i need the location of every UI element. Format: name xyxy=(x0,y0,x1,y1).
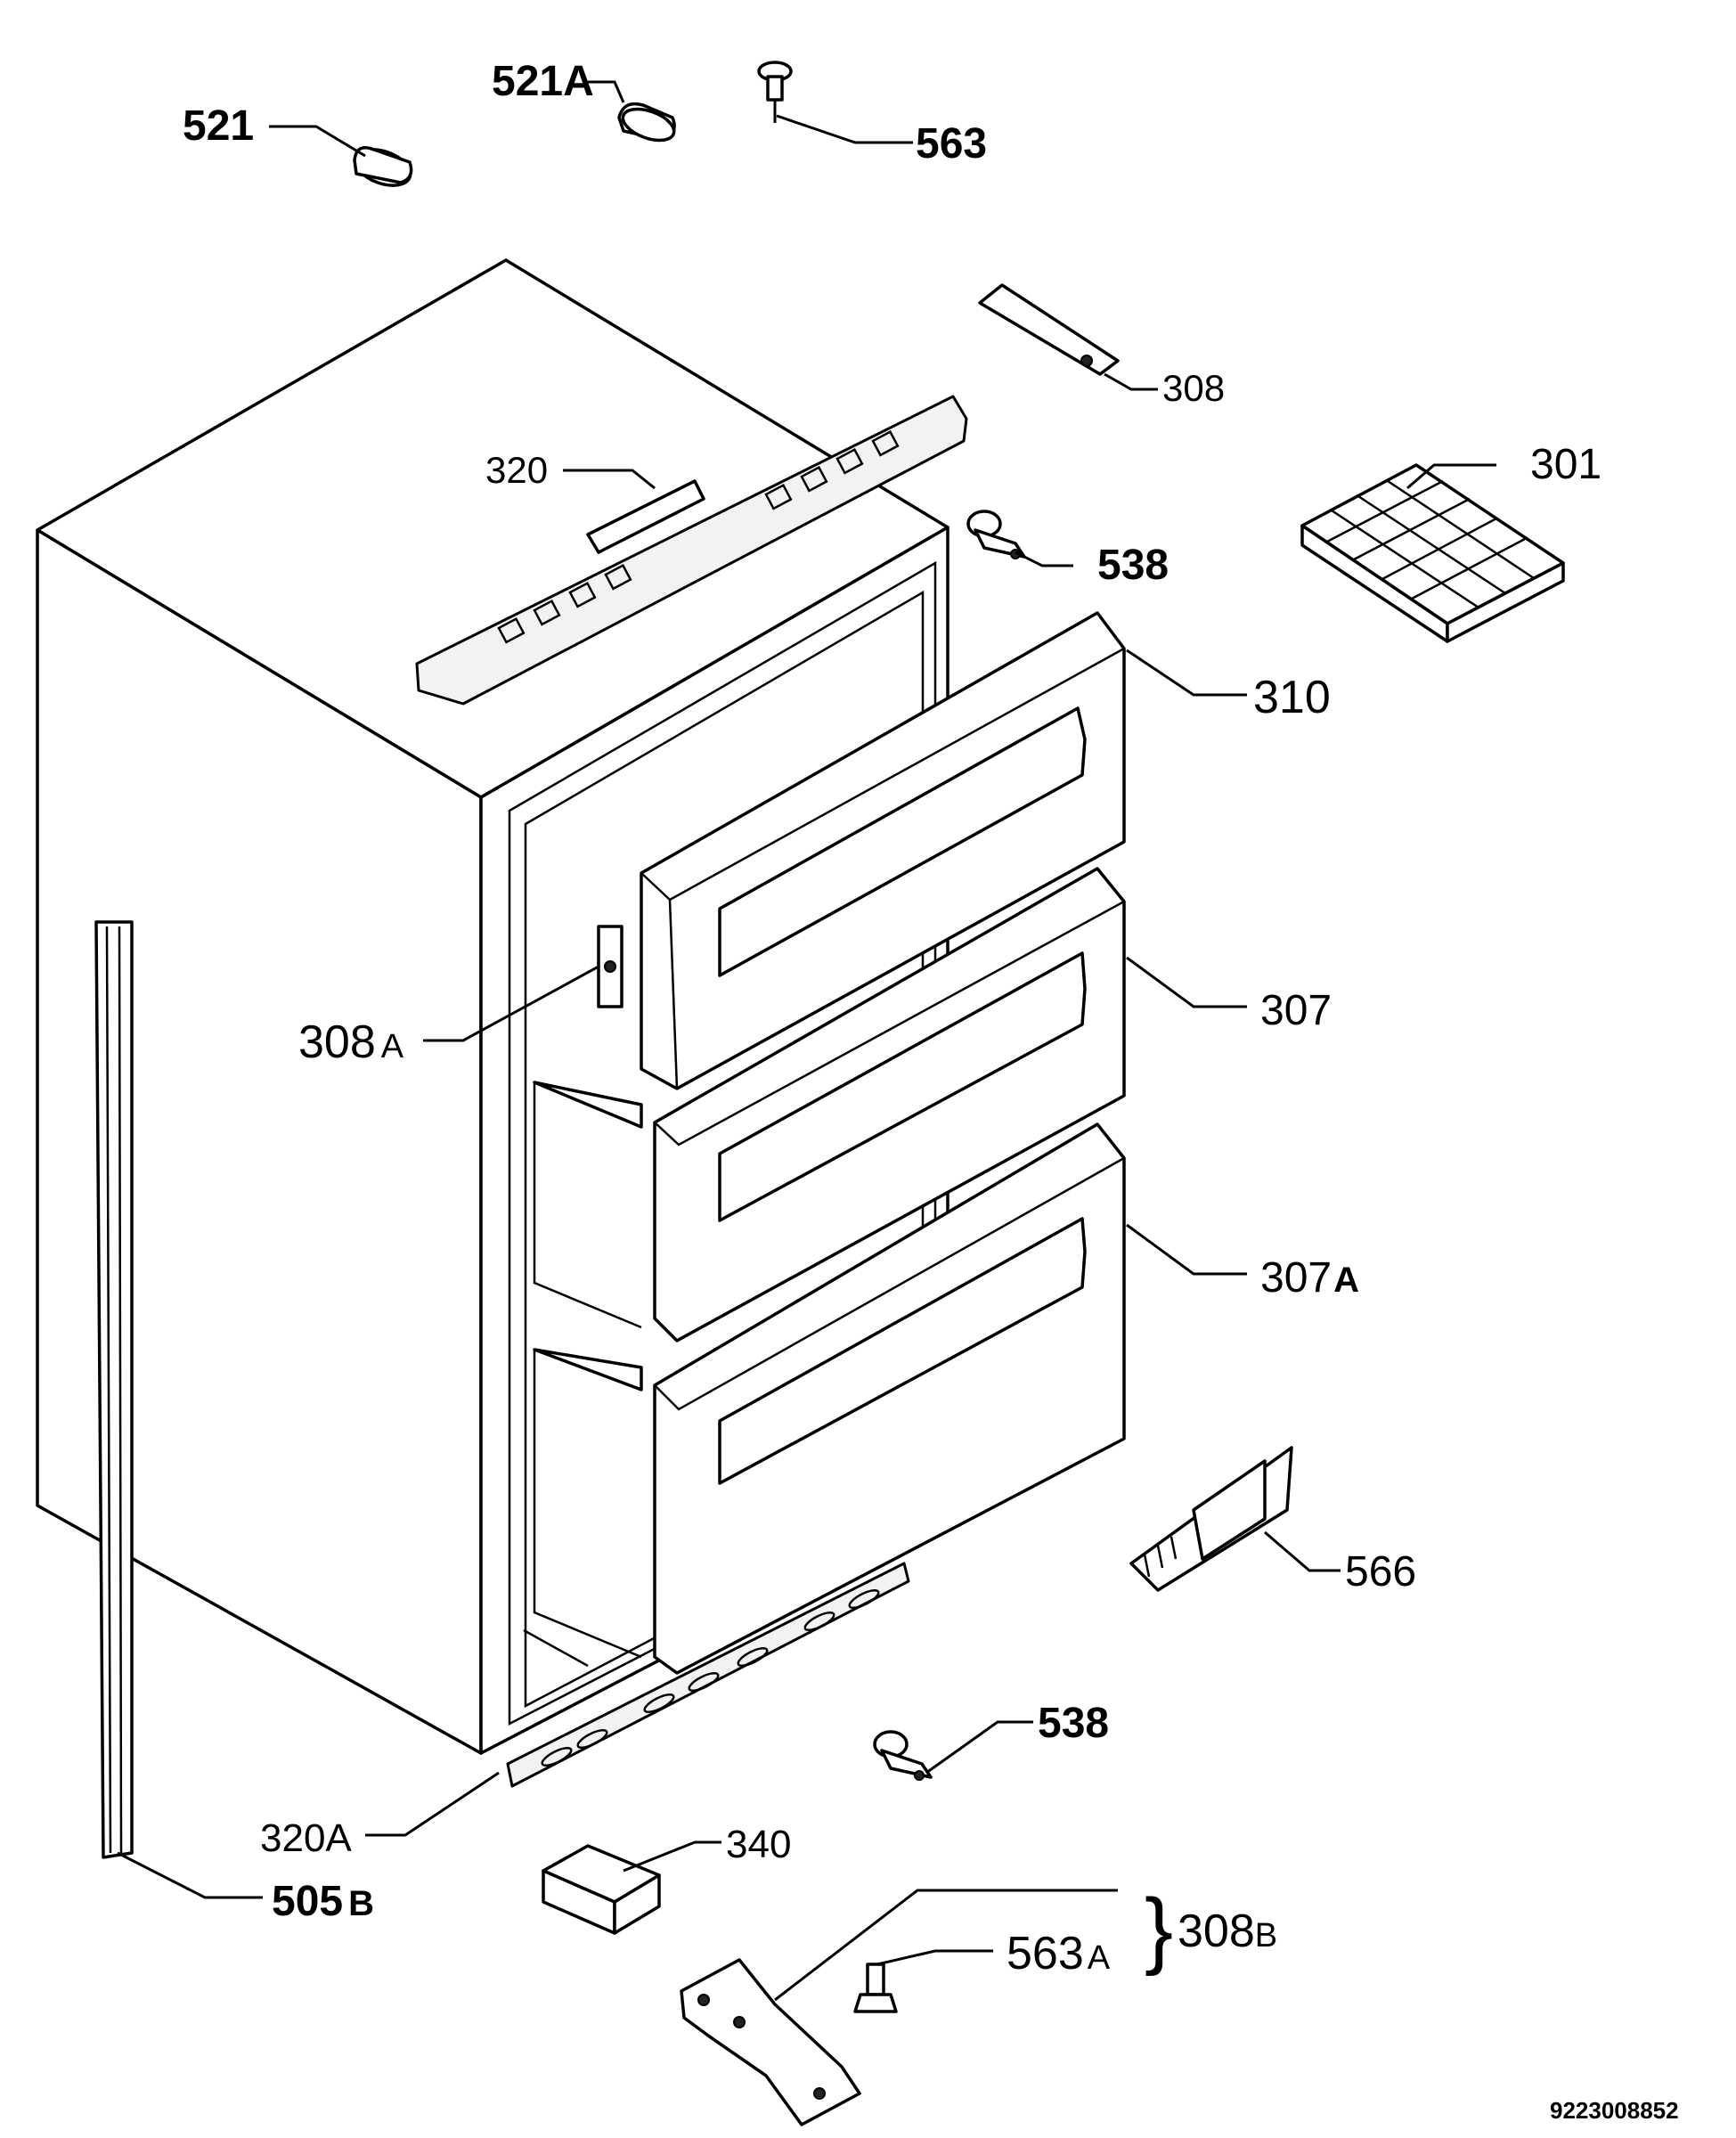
label-521: 521 xyxy=(183,102,254,150)
label-538-bottom: 538 xyxy=(1038,1700,1109,1747)
hinge-plate-308b xyxy=(680,1958,861,2126)
plate-308 xyxy=(978,283,1120,376)
top-rail xyxy=(415,395,968,706)
screw-563a xyxy=(853,1963,898,2013)
label-320: 320 xyxy=(485,449,548,491)
block-340 xyxy=(542,1844,661,1935)
bottom-rail xyxy=(506,1562,910,1788)
label-563a-number: 563 xyxy=(1007,1928,1084,1979)
label-308b-brace: } xyxy=(1145,1881,1173,1977)
label-505b-suffix: B xyxy=(348,1884,374,1923)
bracket-308a xyxy=(597,925,623,1008)
label-505b-number: 505 xyxy=(272,1878,343,1925)
label-307: 307 xyxy=(1260,987,1332,1034)
label-320a: 320A xyxy=(260,1816,352,1860)
hinge-cover-521 xyxy=(353,146,413,187)
bracket-566 xyxy=(1129,1446,1293,1592)
label-308: 308 xyxy=(1162,367,1225,409)
hinge-pin-538-bottom xyxy=(873,1730,933,1781)
label-521a: 521A xyxy=(492,58,594,105)
label-308a-suffix: A xyxy=(381,1028,404,1065)
label-307a-number: 307 xyxy=(1260,1254,1332,1302)
label-566: 566 xyxy=(1345,1548,1416,1595)
label-563: 563 xyxy=(916,120,987,167)
label-307a: 307A xyxy=(1260,1254,1359,1302)
door-seal-strip xyxy=(94,920,134,1859)
drawer-307a xyxy=(533,1122,1126,1675)
label-310: 310 xyxy=(1253,672,1331,723)
label-307a-suffix: A xyxy=(1333,1261,1359,1300)
label-308b: 308B xyxy=(1178,1905,1277,1957)
part-labels: 521 521A 563 308 320 301 538 310 307 308… xyxy=(183,58,1679,2124)
label-308b-number: 308 xyxy=(1178,1905,1255,1957)
hinge-cover-521a xyxy=(617,102,676,143)
label-538-top: 538 xyxy=(1097,542,1169,589)
label-308b-suffix: B xyxy=(1255,1917,1277,1954)
drawer-310 xyxy=(640,611,1126,1090)
label-340: 340 xyxy=(726,1823,791,1866)
ice-tray-301 xyxy=(1300,463,1565,643)
screw-563 xyxy=(757,61,793,123)
label-563a-suffix: A xyxy=(1088,1939,1111,1977)
label-308a-number: 308 xyxy=(298,1016,376,1068)
drawer-307 xyxy=(533,867,1126,1342)
drawing-code: 9223008852 xyxy=(1550,2097,1679,2124)
label-301: 301 xyxy=(1530,441,1602,488)
leader-lines xyxy=(117,80,1496,2002)
